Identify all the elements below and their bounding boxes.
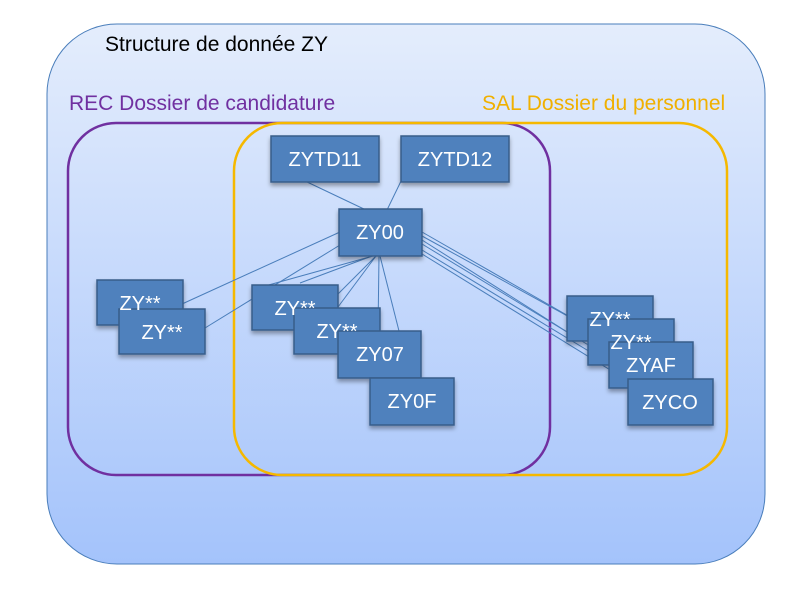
zyaf-label: ZYAF	[626, 355, 676, 377]
connector-zy00-mid-zy-b-2	[337, 255, 377, 308]
connector-zy00-mid-zy-a-1	[299, 255, 373, 284]
connector-zy00-zy07-2	[379, 255, 400, 332]
mid-zy-b-label: ZY**	[316, 321, 357, 343]
outer-container	[46, 23, 766, 565]
zy00-box[interactable]	[338, 208, 423, 257]
diagram-title: Structure de donnée ZY	[105, 33, 328, 56]
connector-zytd11-zy00	[304, 180, 367, 211]
zytd12-box[interactable]	[400, 135, 510, 183]
zytd11-box[interactable]	[270, 135, 380, 183]
connector-zy00-mid-zy-a-2	[264, 255, 374, 287]
right-zy-b-label: ZY**	[610, 332, 651, 354]
connector-zy00-right-1	[421, 231, 573, 319]
zytd12-label: ZYTD12	[418, 149, 492, 171]
right-zy-a-label: ZY**	[589, 309, 630, 331]
rec-zy-a-label: ZY**	[119, 293, 160, 315]
connector-zy00-right-5	[421, 249, 616, 368]
zy07-label: ZY07	[356, 344, 404, 366]
sal-group-frame	[232, 121, 729, 477]
rec-zy-b-label: ZY**	[141, 322, 182, 344]
rec-group-label: REC Dossier de candidature	[69, 92, 335, 115]
rec-zy-b-box[interactable]	[118, 308, 206, 355]
connector-zy00-right-2	[421, 235, 594, 331]
sal-group-label: SAL Dossier du personnel	[482, 92, 725, 115]
mid-zy-a-label: ZY**	[274, 298, 315, 320]
zy0f-label: ZY0F	[388, 391, 437, 413]
zyco-label: ZYCO	[642, 392, 698, 414]
connector-zy00-right-4	[421, 243, 591, 347]
zyco-box[interactable]	[627, 378, 714, 426]
connector-zy00-rec-zy-a	[181, 231, 341, 305]
zy0f-box[interactable]	[369, 377, 455, 426]
zytd11-label: ZYTD11	[289, 149, 362, 171]
connector-zy00-right-3	[421, 239, 573, 336]
zy00-label: ZY00	[356, 222, 404, 244]
